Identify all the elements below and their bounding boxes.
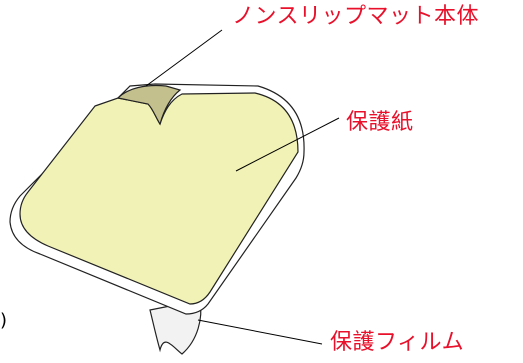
edge-text-fragment: ) — [0, 310, 8, 331]
leader-line-film — [197, 319, 323, 345]
protective-paper-shape — [19, 92, 299, 305]
label-protective-paper: 保護紙 — [346, 110, 414, 135]
label-nonslip-mat-body: ノンスリップマット本体 — [232, 4, 480, 29]
label-protective-film: 保護フィルム — [330, 330, 465, 355]
leader-line-mat — [145, 29, 223, 87]
peeled-paper-corner — [116, 84, 182, 126]
leader-line-paper — [235, 117, 340, 172]
